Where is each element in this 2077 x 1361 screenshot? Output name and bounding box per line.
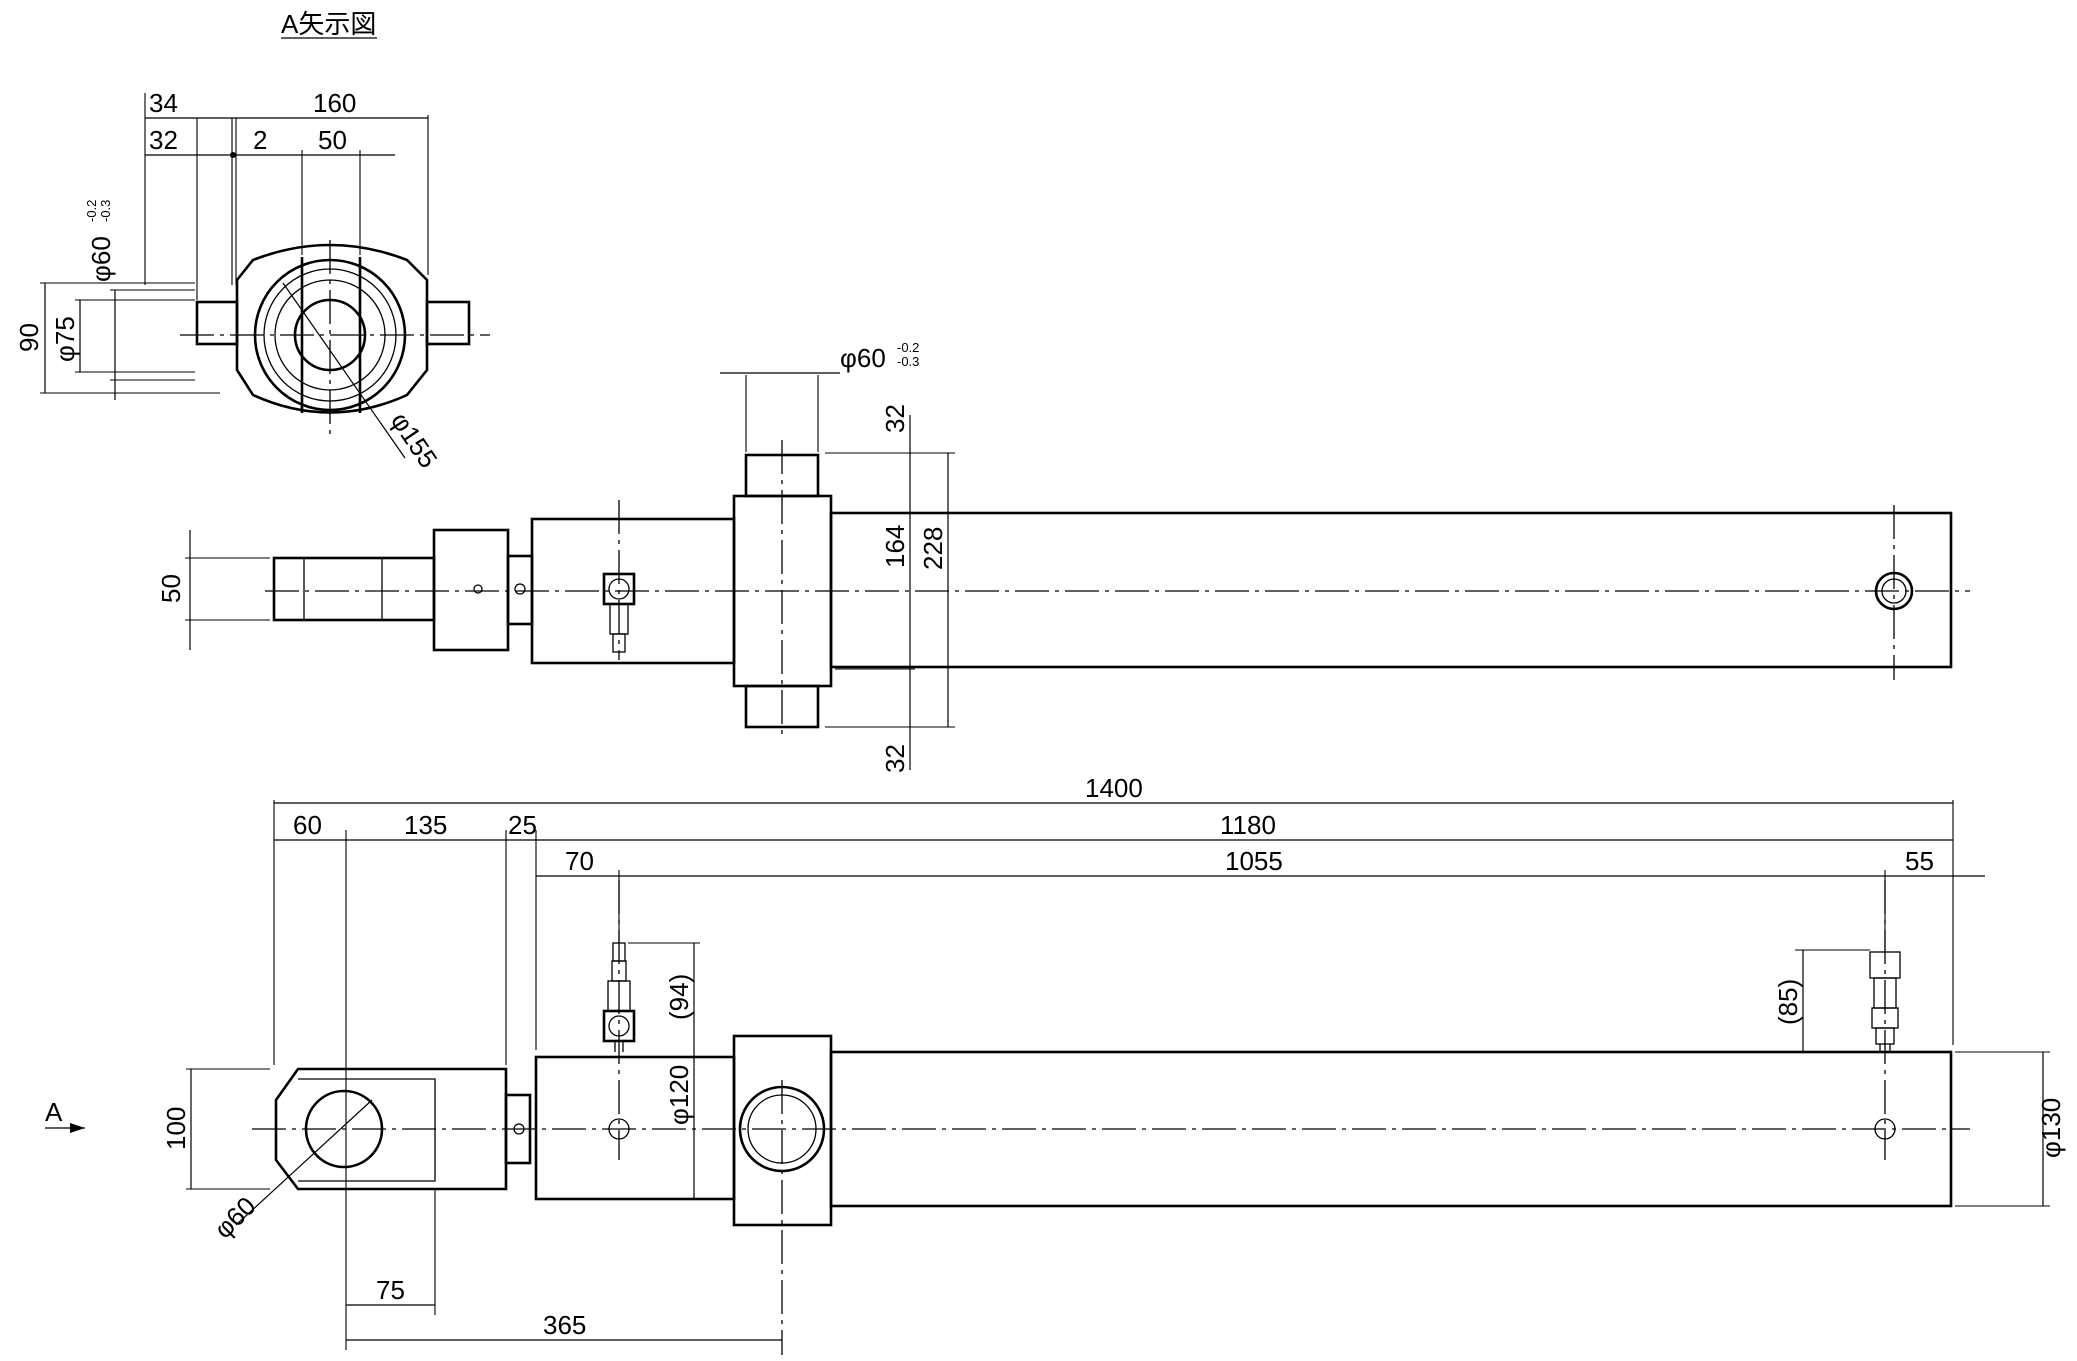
end-view-dimensions	[40, 93, 429, 400]
dim-85: (85)	[1773, 979, 1803, 1025]
dim-55: 55	[1905, 846, 1934, 876]
dim-75: 75	[376, 1275, 405, 1305]
top-view	[265, 440, 1970, 740]
end-view-dimension-text: 34 160 32 2 50 90 φ75 φ60 -0.2 -0.3 φ155	[14, 88, 444, 473]
dim-160: 160	[313, 88, 356, 118]
arrow-a-label: A	[45, 1097, 63, 1127]
front-view-dimensions	[45, 800, 2050, 1350]
dim-365: 365	[543, 1310, 586, 1340]
dim-1055: 1055	[1225, 846, 1283, 876]
dim-25: 25	[508, 810, 537, 840]
dim-top-phi60-tol-lower: -0.3	[897, 354, 919, 369]
dim-70: 70	[565, 846, 594, 876]
dim-2: 2	[253, 125, 267, 155]
dim-50-height: 50	[156, 574, 186, 603]
dim-top-phi60: φ60	[840, 343, 886, 373]
dim-94: (94)	[664, 974, 694, 1020]
dim-60: 60	[293, 810, 322, 840]
view-a-label: A矢示図	[281, 9, 376, 39]
dim-32: 32	[149, 125, 178, 155]
dim-164: 164	[880, 525, 910, 568]
top-view-dimension-text: φ60 -0.2 -0.3 32 164 228 32 50	[156, 340, 948, 773]
dim-1180: 1180	[1220, 810, 1276, 840]
dim-34: 34	[149, 88, 178, 118]
dim-90: 90	[14, 323, 44, 352]
end-view-a	[180, 240, 490, 459]
dim-front-phi60: φ60	[208, 1191, 262, 1245]
dim-228: 228	[918, 527, 948, 570]
top-view-dimensions	[185, 372, 955, 770]
front-view	[235, 880, 1970, 1355]
dim-135: 135	[404, 810, 447, 840]
dim-phi60-tol-upper: -0.2	[84, 200, 99, 222]
dim-top-32-lower: 32	[880, 744, 910, 773]
dim-phi130: φ130	[2036, 1098, 2066, 1158]
front-view-dimension-text: 1400 60 135 25 1180 70 1055 55 (94) (85)…	[45, 773, 2066, 1340]
dim-top-32-upper: 32	[880, 404, 910, 433]
dim-top-phi60-tol-upper: -0.2	[897, 340, 919, 355]
dim-phi75: φ75	[50, 316, 80, 362]
dim-phi120: φ120	[664, 1065, 694, 1125]
dim-100: 100	[161, 1107, 191, 1150]
dim-phi155: φ155	[385, 407, 444, 474]
dim-50: 50	[318, 125, 347, 155]
dim-phi60: φ60	[86, 236, 116, 282]
view-a-title: A矢示図	[281, 9, 377, 39]
dim-phi60-tol-lower: -0.3	[98, 200, 113, 222]
dim-1400: 1400	[1085, 773, 1143, 803]
